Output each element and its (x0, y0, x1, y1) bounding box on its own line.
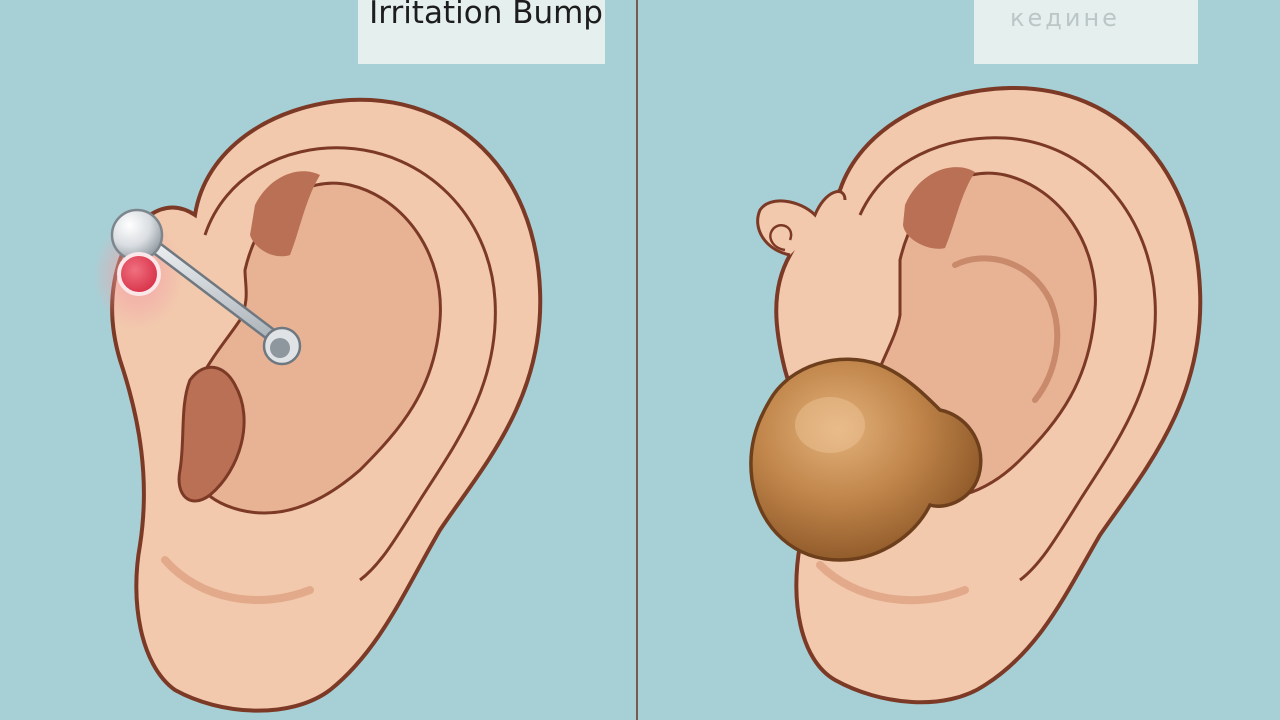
right-tragus-curl (769, 223, 793, 252)
keloid-highlight (795, 397, 865, 453)
right-tragus-bump (756, 190, 847, 257)
panel-divider (636, 0, 638, 720)
label-irritation-bump: Irritation Bump (369, 0, 603, 31)
label-box-right: кедине (974, 0, 1198, 64)
right-inner-ear-dark (903, 167, 975, 249)
label-box-left: Irritation Bump (358, 0, 605, 64)
label-faded-right: кедине (1010, 4, 1120, 32)
right-antihelix-fold (952, 255, 1061, 403)
left-ear (93, 97, 543, 713)
right-helix-fold (858, 136, 1157, 582)
left-inner-ear-dark (250, 171, 320, 257)
right-lobe-shading (816, 561, 969, 605)
left-ear-canal (177, 365, 246, 503)
left-lobe-shading (161, 556, 314, 604)
left-helix-fold (203, 146, 497, 582)
left-concha (182, 181, 442, 515)
industrial-barbell-bar-highlight (141, 235, 287, 348)
keloid-growth (749, 357, 983, 562)
right-ear (749, 85, 1203, 705)
irritation-bump (117, 252, 161, 296)
barbell-end-ball-lower-inner (270, 338, 290, 358)
